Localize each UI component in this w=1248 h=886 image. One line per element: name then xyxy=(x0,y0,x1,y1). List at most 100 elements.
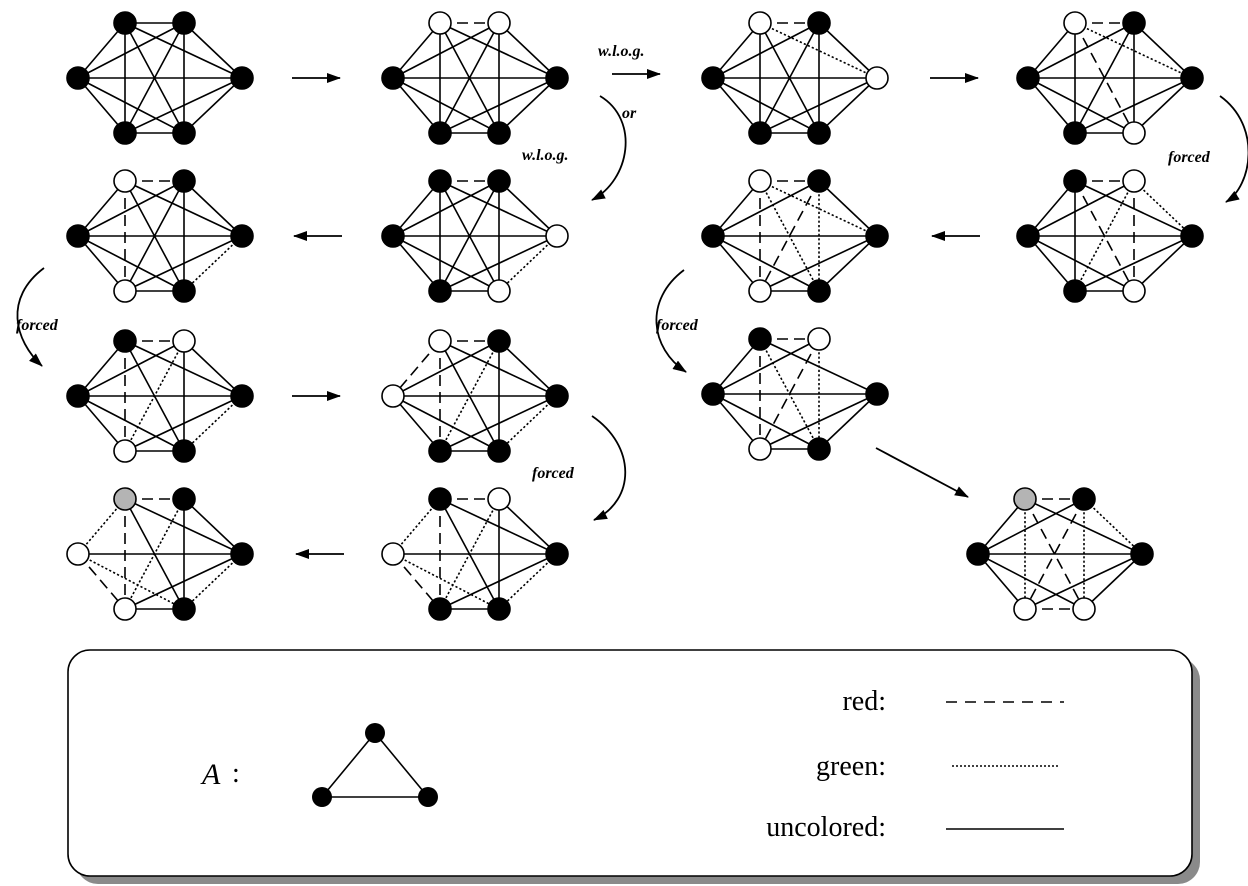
vertex-t1 xyxy=(113,329,137,353)
edge-uncolored xyxy=(77,22,185,79)
legend-red-label: red: xyxy=(842,686,886,717)
graph-g7 xyxy=(701,169,889,303)
edge-uncolored xyxy=(1027,235,1076,292)
arrow-g4-to-g8 xyxy=(1219,95,1248,203)
edge-uncolored xyxy=(1133,22,1193,79)
edge-uncolored xyxy=(818,393,878,450)
vertex-t2 xyxy=(807,327,831,351)
edge-green xyxy=(77,498,126,555)
vertex-b2 xyxy=(807,121,831,145)
graph-g6 xyxy=(381,169,569,303)
vertex-b2 xyxy=(807,279,831,303)
legend-green-label: green: xyxy=(816,751,886,782)
vertex-l xyxy=(1016,66,1040,90)
vertex-b1 xyxy=(428,439,452,463)
vertex-b1 xyxy=(1013,597,1037,621)
edge-uncolored xyxy=(77,340,185,397)
edge-uncolored xyxy=(439,235,558,292)
graph-g13 xyxy=(381,487,569,621)
edge-uncolored xyxy=(498,180,558,237)
vertex-l xyxy=(701,382,725,406)
edge-uncolored xyxy=(392,235,500,292)
edge-uncolored xyxy=(712,77,761,134)
vertex-t2 xyxy=(1122,11,1146,35)
edge-uncolored xyxy=(77,77,185,134)
vertex-b1 xyxy=(113,279,137,303)
edge-uncolored xyxy=(712,22,761,79)
edge-uncolored xyxy=(759,235,878,292)
legend-set-separator: : xyxy=(232,758,240,789)
graph-g5 xyxy=(66,169,254,303)
label-wlog-top: w.l.o.g. xyxy=(598,43,645,60)
edge-uncolored xyxy=(439,77,558,134)
vertex-b1 xyxy=(113,597,137,621)
vertex-b2 xyxy=(172,279,196,303)
edge-uncolored xyxy=(77,77,126,134)
edge-uncolored xyxy=(977,553,1026,610)
edge-uncolored xyxy=(77,395,126,452)
edge-red xyxy=(1074,180,1135,292)
step-labels: w.l.o.g. or w.l.o.g. forced forced force… xyxy=(16,43,1211,482)
edge-uncolored xyxy=(77,180,185,237)
edge-uncolored xyxy=(759,393,878,450)
vertex-l xyxy=(66,224,90,248)
edge-red xyxy=(392,340,441,397)
vertex-b1 xyxy=(748,121,772,145)
edge-uncolored xyxy=(124,553,243,610)
label-or: or xyxy=(622,105,637,122)
triangle-node-top xyxy=(365,723,385,743)
edge-uncolored xyxy=(712,393,761,450)
vertex-t1 xyxy=(1063,11,1087,35)
vertex-b2 xyxy=(1072,597,1096,621)
arrow-g11-to-g14 xyxy=(875,447,969,498)
vertex-r xyxy=(545,66,569,90)
vertex-t2 xyxy=(487,11,511,35)
legend-box xyxy=(67,649,1193,877)
edge-green xyxy=(759,180,878,237)
graph-g3 xyxy=(701,11,889,145)
edge-uncolored xyxy=(392,77,500,134)
vertex-t2 xyxy=(807,11,831,35)
edge-uncolored xyxy=(977,498,1085,555)
graph-g1 xyxy=(66,11,254,145)
edge-uncolored xyxy=(77,395,185,452)
vertex-b2 xyxy=(172,121,196,145)
vertex-t2 xyxy=(172,11,196,35)
edge-uncolored xyxy=(1027,22,1076,79)
vertex-b2 xyxy=(487,597,511,621)
edge-uncolored xyxy=(1027,180,1076,237)
edge-uncolored xyxy=(392,22,500,79)
triangle-edge-left xyxy=(321,732,376,798)
vertex-t1 xyxy=(113,11,137,35)
edge-uncolored xyxy=(498,340,558,397)
graph-sequence xyxy=(66,11,1204,621)
edge-uncolored xyxy=(1074,235,1193,292)
vertex-t1 xyxy=(428,487,452,511)
edge-uncolored xyxy=(1083,553,1143,610)
vertex-b2 xyxy=(807,437,831,461)
edge-green xyxy=(498,235,558,292)
edge-uncolored xyxy=(183,22,243,79)
edge-uncolored xyxy=(183,340,243,397)
vertex-r xyxy=(230,224,254,248)
transition-arrows xyxy=(292,69,980,559)
vertex-r xyxy=(865,224,889,248)
edge-uncolored xyxy=(977,553,1085,610)
vertex-t1 xyxy=(113,169,137,193)
edge-uncolored xyxy=(1027,22,1135,79)
vertex-b1 xyxy=(428,121,452,145)
vertex-l xyxy=(381,66,405,90)
edge-uncolored xyxy=(712,235,761,292)
arrow-g10-to-g13 xyxy=(591,415,627,521)
vertex-r xyxy=(545,224,569,248)
triangle-node-left xyxy=(312,787,332,807)
vertex-r xyxy=(230,542,254,566)
edge-green xyxy=(183,553,243,610)
vertex-l xyxy=(966,542,990,566)
vertex-t2 xyxy=(807,169,831,193)
edge-red xyxy=(759,338,820,450)
edge-green xyxy=(759,22,878,79)
vertex-t1 xyxy=(1013,487,1037,511)
vertex-l xyxy=(381,542,405,566)
edge-red xyxy=(77,553,126,610)
